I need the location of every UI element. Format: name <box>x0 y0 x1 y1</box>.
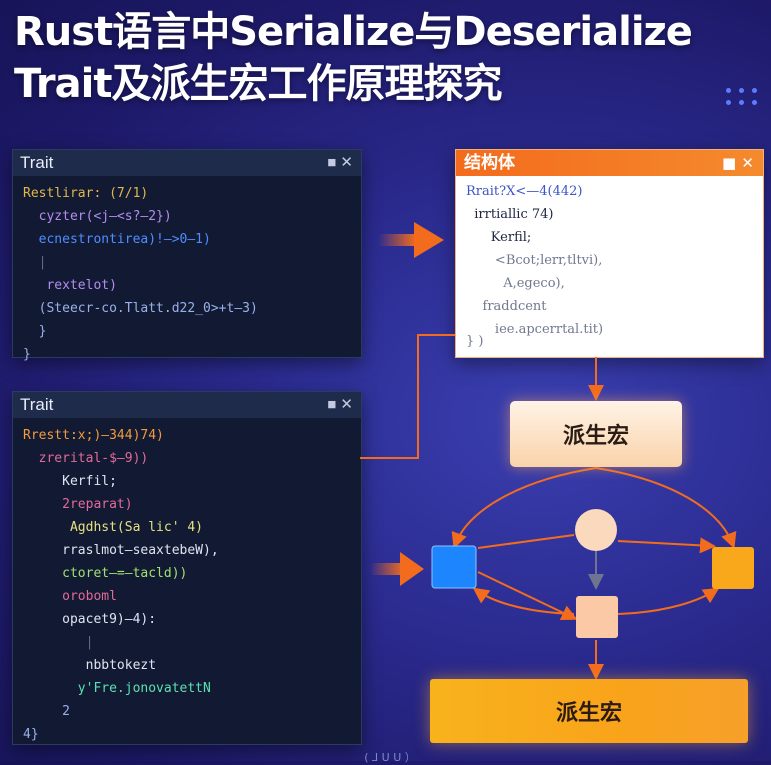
code-line: Rrestt:x;)—344)74) <box>23 428 164 443</box>
connector-line <box>477 534 575 549</box>
connector-line <box>617 537 716 554</box>
connector-line <box>472 587 575 615</box>
window-controls-icon[interactable]: ■ ✕ <box>327 396 353 413</box>
trait-panel-top: Trait ■ ✕ Restlirar: (7/1) cyzter(<j—<s?… <box>12 149 362 362</box>
code-line: ctoret—=—tacld)) <box>23 566 188 581</box>
connector-line <box>617 587 720 615</box>
trait-panel-top-title: Trait <box>20 153 54 172</box>
square-node <box>576 596 618 638</box>
code-block: Rrestt:x;)—344)74) zrerital-$—9)) Kerfil… <box>13 418 361 746</box>
code-line: <Bcot;lerr,tltvi), <box>466 253 603 268</box>
title-line-1: Rust语言中Serialize与Deserialize <box>14 9 693 55</box>
page-title: Rust语言中Serialize与Deserialize Trait及派生宏工作… <box>14 6 764 110</box>
arrow-to-struct <box>378 222 444 258</box>
code-line: Kerfil; <box>23 474 117 489</box>
code-block: Rrait?X<—4(442) irrtiallic 74) Kerfil; <… <box>456 176 763 341</box>
code-line: oroboml <box>23 589 117 604</box>
code-line: zrerital-$—9)) <box>23 451 149 466</box>
struct-panel-titlebar: 结构体 ■ ✕ <box>456 150 763 176</box>
code-line: 2 <box>23 704 70 719</box>
struct-footer: } ) <box>466 334 484 349</box>
trait-panel-bottom-title: Trait <box>20 395 54 414</box>
connector-line <box>595 467 737 549</box>
code-line: Rrait?X<—4(442) <box>466 184 583 199</box>
struct-panel: 结构体 ■ ✕ Rrait?X<—4(442) irrtiallic 74) K… <box>455 149 764 358</box>
trait-panel-bottom-titlebar: Trait ■ ✕ <box>13 392 361 418</box>
connector-line <box>451 467 597 549</box>
code-line: } <box>23 347 31 362</box>
title-line-2: Trait及派生宏工作原理探究 <box>14 61 502 107</box>
window-controls-icon[interactable]: ■ ✕ <box>722 154 754 172</box>
code-line: rraslmot—seaxtebeW), <box>23 543 219 558</box>
window-controls-icon[interactable]: ■ ✕ <box>327 154 353 171</box>
code-line: opacet9)—4): <box>23 612 157 627</box>
connector-line <box>477 571 578 621</box>
code-line: iee.apcerrtal.tit) <box>466 322 604 337</box>
code-line: | <box>23 255 47 270</box>
bottom-faint-text: ( ⅃ U U ） <box>364 751 416 764</box>
connector-line <box>360 334 455 459</box>
code-line: } <box>23 324 47 339</box>
code-line: ecnestrontirea)!—>0—1) <box>23 232 211 247</box>
code-line: rextelot) <box>23 278 117 293</box>
code-line: 4} <box>23 727 39 742</box>
code-line: Restlirar: (7/1) <box>23 186 149 201</box>
derive-macro-box-bottom: 派生宏 <box>430 679 748 743</box>
blue-node <box>431 545 477 589</box>
dots-decoration-icon <box>726 88 764 108</box>
trait-panel-bottom: Trait ■ ✕ Rrestt:x;)—344)74) zrerital-$—… <box>12 391 362 745</box>
code-line: y'Fre.jonovatettN <box>23 681 211 696</box>
derive-macro-box-top: 派生宏 <box>510 401 682 467</box>
code-line: A,egeco), <box>466 276 565 291</box>
gold-node <box>712 547 754 589</box>
code-line: Kerfil; <box>466 230 532 245</box>
trait-panel-top-titlebar: Trait ■ ✕ <box>13 150 361 176</box>
code-line: nbbtokezt <box>23 658 157 673</box>
struct-panel-title: 结构体 <box>464 153 515 173</box>
arrow-to-blue-node <box>370 552 424 586</box>
code-line: cyzter(<j—<s?—2}) <box>23 209 172 224</box>
code-line: fraddcent <box>466 299 547 314</box>
code-line: irrtiallic 74) <box>466 207 554 222</box>
code-line: | <box>23 635 94 650</box>
code-line: 2reparat) <box>23 497 133 512</box>
circle-node <box>575 509 617 551</box>
code-block: Restlirar: (7/1) cyzter(<j—<s?—2}) ecnes… <box>13 176 361 366</box>
code-line: Agdhst(Sa lic' 4) <box>23 520 204 535</box>
code-line: (Steecr-co.Tlatt.d22_0>+t—3) <box>23 301 258 316</box>
